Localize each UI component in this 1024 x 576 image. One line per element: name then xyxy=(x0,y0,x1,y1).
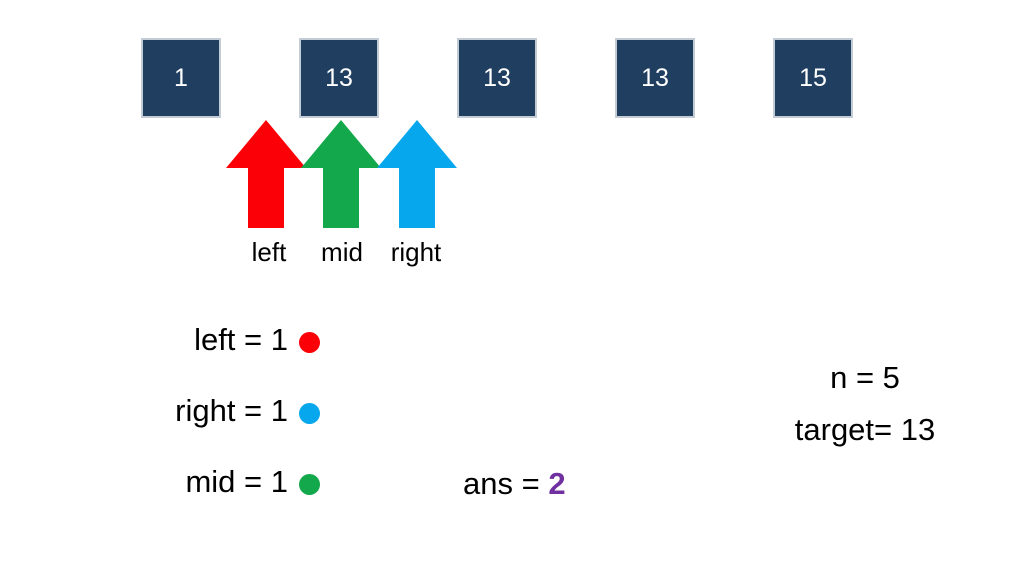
array-cell-value: 13 xyxy=(641,63,669,92)
variable-dot-right-icon xyxy=(299,403,320,424)
array-cell-4[interactable]: 15 xyxy=(773,38,853,118)
mid-pointer-arrow-icon xyxy=(300,118,382,230)
variable-legend: left = 1 right = 1 mid = 1 xyxy=(70,318,320,531)
array-cell-value: 13 xyxy=(483,63,511,92)
answer-value: 2 xyxy=(548,466,566,501)
variable-text-left: left = 1 xyxy=(194,322,288,357)
pointer-arrows xyxy=(0,118,1024,234)
answer-text: ans = 2 xyxy=(463,462,566,506)
variable-text-mid: mid = 1 xyxy=(185,464,288,499)
variable-row-right: right = 1 xyxy=(70,389,320,460)
answer-label: ans = xyxy=(463,466,549,501)
variable-row-mid: mid = 1 xyxy=(70,460,320,531)
array-cell-value: 13 xyxy=(325,63,353,92)
pointer-label-left: left xyxy=(251,237,287,267)
array-cell-value: 1 xyxy=(174,63,188,92)
right-pointer-arrow-icon xyxy=(376,118,458,230)
pointer-labels: left mid right xyxy=(0,236,1024,272)
array-cell-2[interactable]: 13 xyxy=(457,38,537,118)
variable-dot-left-icon xyxy=(299,332,320,353)
array-row: 1 13 13 13 15 xyxy=(0,38,1024,122)
array-cell-3[interactable]: 13 xyxy=(615,38,695,118)
array-cell-0[interactable]: 1 xyxy=(141,38,221,118)
left-pointer-arrow-icon xyxy=(225,118,307,230)
variable-dot-mid-icon xyxy=(299,474,320,495)
meta-info: n = 5 target= 13 xyxy=(700,352,1024,456)
pointer-label-right: right xyxy=(390,237,442,267)
pointer-label-mid: mid xyxy=(321,237,363,267)
meta-n: n = 5 xyxy=(830,360,900,395)
meta-target: target= 13 xyxy=(794,412,936,447)
variable-text-right: right = 1 xyxy=(175,393,288,428)
variable-row-left: left = 1 xyxy=(70,318,320,389)
array-cell-1[interactable]: 13 xyxy=(299,38,379,118)
array-cell-value: 15 xyxy=(799,63,827,92)
